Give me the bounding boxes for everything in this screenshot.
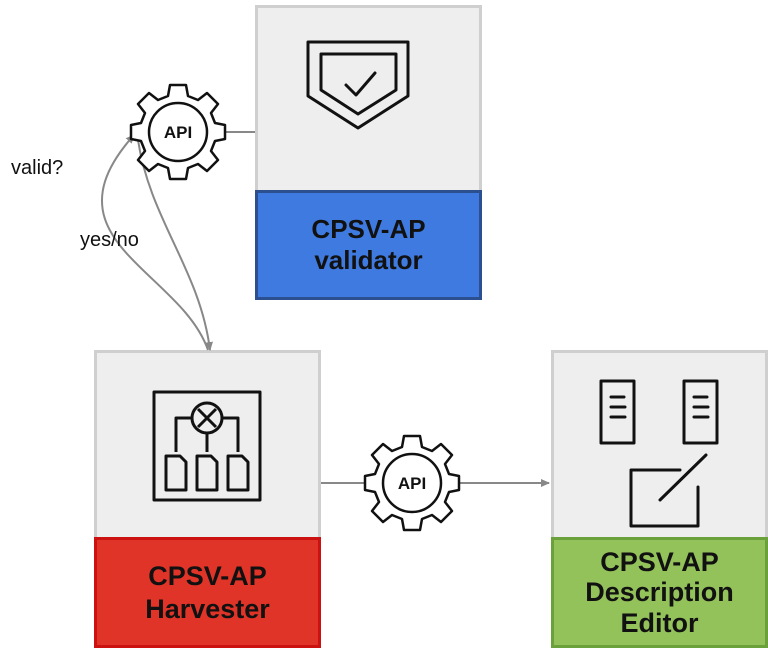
editor-label: CPSV-AP Description Editor (551, 537, 768, 648)
validator-label: CPSV-AP validator (255, 190, 482, 300)
harvester-network-icon (152, 390, 262, 502)
connector-lines (100, 131, 550, 487)
validator-card (255, 5, 482, 195)
api-gear-top-icon (129, 83, 227, 181)
harvester-label: CPSV-AP Harvester (94, 537, 321, 648)
api-gear-top-text: API (164, 123, 192, 142)
yesno-response-arrow (137, 139, 213, 351)
shield-check-icon (306, 40, 410, 130)
yesno-edge-label: yes/no (80, 229, 139, 251)
api-gear-middle-text: API (398, 474, 426, 493)
documents-edit-icon (599, 379, 719, 528)
api-gear-middle-icon (363, 434, 461, 532)
valid-request-arrow (100, 134, 209, 351)
valid-edge-label: valid? (11, 157, 64, 179)
